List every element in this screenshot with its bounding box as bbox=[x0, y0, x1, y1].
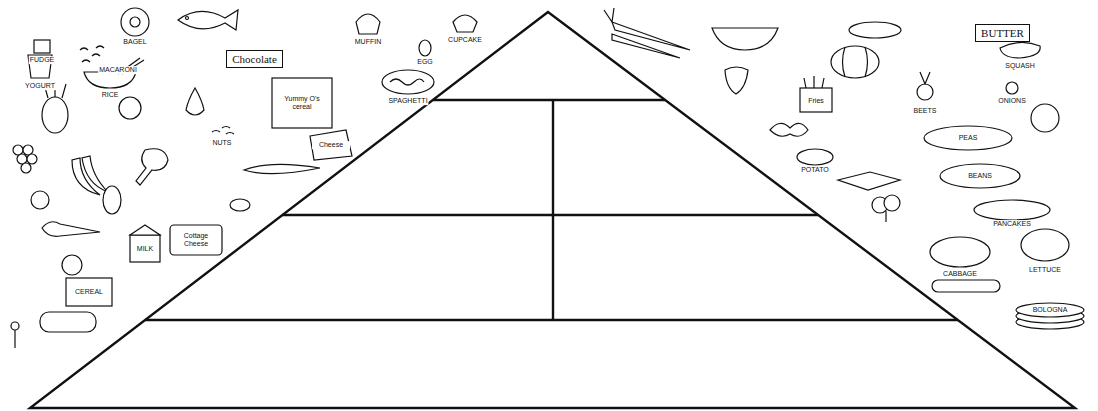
food-name: Cheese bbox=[312, 141, 350, 149]
milk-carton bbox=[130, 235, 160, 262]
food-name: POTATO bbox=[800, 166, 830, 174]
avocado-drawing bbox=[849, 22, 901, 38]
food-name: PANCAKES bbox=[992, 220, 1032, 228]
pretzel-drawing bbox=[770, 123, 808, 136]
rice-bowl bbox=[84, 72, 136, 88]
muffin-drawing bbox=[356, 14, 380, 34]
peas-plate bbox=[924, 126, 1012, 150]
food-name: Cottage Cheese bbox=[171, 232, 221, 247]
carrot-drawing bbox=[612, 22, 690, 50]
squash-drawing bbox=[1000, 42, 1040, 58]
drumstick-drawing bbox=[136, 149, 168, 185]
tomato-drawing bbox=[1031, 104, 1059, 132]
coconut-drawing bbox=[119, 97, 141, 119]
tier-divider bbox=[552, 100, 554, 320]
beet-leaves bbox=[920, 72, 930, 84]
food-name: NUTS bbox=[211, 139, 232, 147]
food-name: ONIONS bbox=[997, 97, 1027, 105]
beans-plate bbox=[940, 164, 1020, 188]
macaroni-drawing bbox=[80, 46, 104, 62]
potato-drawing bbox=[797, 149, 833, 165]
fish-drawing bbox=[178, 10, 238, 30]
carrot-top bbox=[604, 8, 614, 22]
fish-eye bbox=[186, 17, 189, 20]
cupcake-drawing bbox=[453, 15, 477, 32]
orange-drawing bbox=[62, 255, 82, 275]
cucumber-drawing bbox=[932, 280, 1000, 292]
pumpkin-ribs bbox=[843, 47, 868, 77]
lollipop-stick bbox=[14, 330, 15, 348]
food-name: PEAS bbox=[958, 134, 979, 142]
tier-line bbox=[145, 319, 958, 321]
food-name: FUDGE bbox=[29, 56, 56, 64]
food-name: MUFFIN bbox=[354, 38, 382, 46]
beet-drawing bbox=[917, 84, 933, 100]
bologna-slice bbox=[1016, 303, 1084, 317]
egg-drawing bbox=[419, 40, 431, 56]
carrot-drawing bbox=[612, 34, 680, 58]
food-name: MILK bbox=[136, 245, 154, 253]
cereal-box-drawing bbox=[66, 278, 112, 306]
cheese-slice bbox=[310, 130, 352, 160]
food-name: YOGURT bbox=[24, 82, 56, 90]
pumpkin-drawing bbox=[831, 46, 879, 78]
food-name: SQUASH bbox=[1004, 62, 1036, 70]
broccoli-drawing bbox=[884, 195, 900, 211]
cottage-cheese-tub bbox=[170, 225, 222, 255]
food-name: EGG bbox=[416, 58, 434, 66]
food-name: RICE bbox=[101, 91, 120, 99]
food-name: Chocolate bbox=[232, 53, 277, 65]
lettuce-drawing bbox=[1021, 229, 1069, 261]
spaghetti-noodles bbox=[390, 79, 424, 85]
fries-sticks bbox=[804, 76, 824, 88]
food-name: BUTTER bbox=[981, 27, 1024, 39]
strawberry-drawing bbox=[725, 67, 748, 94]
food-name: CABBAGE bbox=[942, 270, 978, 278]
banana-drawing bbox=[82, 156, 108, 192]
fries-box bbox=[800, 88, 832, 112]
bagel-hole bbox=[130, 17, 140, 27]
watermelon-drawing bbox=[712, 28, 778, 50]
food-name: MACARONI bbox=[98, 66, 138, 74]
bread-loaf bbox=[40, 312, 96, 332]
cereal-box-drawing bbox=[272, 78, 332, 128]
cabbage-drawing bbox=[930, 237, 990, 267]
grape bbox=[27, 154, 37, 164]
bagel-drawing bbox=[121, 8, 149, 36]
food-label-box: Chocolate bbox=[226, 50, 283, 68]
pear-drawing bbox=[186, 88, 204, 115]
food-name: Yummy O's cereal bbox=[275, 95, 329, 110]
food-name: BEETS bbox=[913, 107, 938, 115]
milk-carton-top bbox=[130, 225, 160, 235]
pyramid-outline bbox=[30, 12, 1075, 408]
food-name: BEANS bbox=[967, 172, 993, 180]
tier-line bbox=[433, 99, 665, 101]
food-name: BAGEL bbox=[122, 38, 147, 46]
food-name: SPAGHETTI bbox=[387, 97, 428, 105]
broccoli-stem bbox=[885, 211, 886, 222]
food-name: BOLOGNA bbox=[1032, 306, 1069, 314]
spaghetti-plate bbox=[382, 70, 434, 94]
pancakes-drawing bbox=[974, 200, 1050, 220]
nuts-drawing bbox=[212, 127, 234, 135]
food-name: LETTUCE bbox=[1028, 266, 1062, 274]
lollipop-drawing bbox=[11, 322, 19, 330]
food-name: CEREAL bbox=[74, 288, 104, 296]
butter-stick bbox=[838, 172, 900, 190]
food-name: Fries bbox=[807, 97, 825, 105]
corn-drawing bbox=[244, 164, 320, 173]
date-drawing bbox=[103, 186, 121, 214]
cookie-drawing bbox=[230, 199, 250, 211]
tier-line bbox=[282, 214, 818, 216]
onion-drawing bbox=[1006, 82, 1018, 94]
fudge-drawing bbox=[34, 40, 50, 53]
food-label-box: BUTTER bbox=[975, 24, 1030, 42]
food-name: CUPCAKE bbox=[447, 36, 483, 44]
pineapple-drawing bbox=[42, 97, 68, 133]
ice-cream-cone bbox=[42, 222, 100, 237]
apple-drawing bbox=[31, 191, 49, 209]
grape bbox=[21, 163, 31, 173]
